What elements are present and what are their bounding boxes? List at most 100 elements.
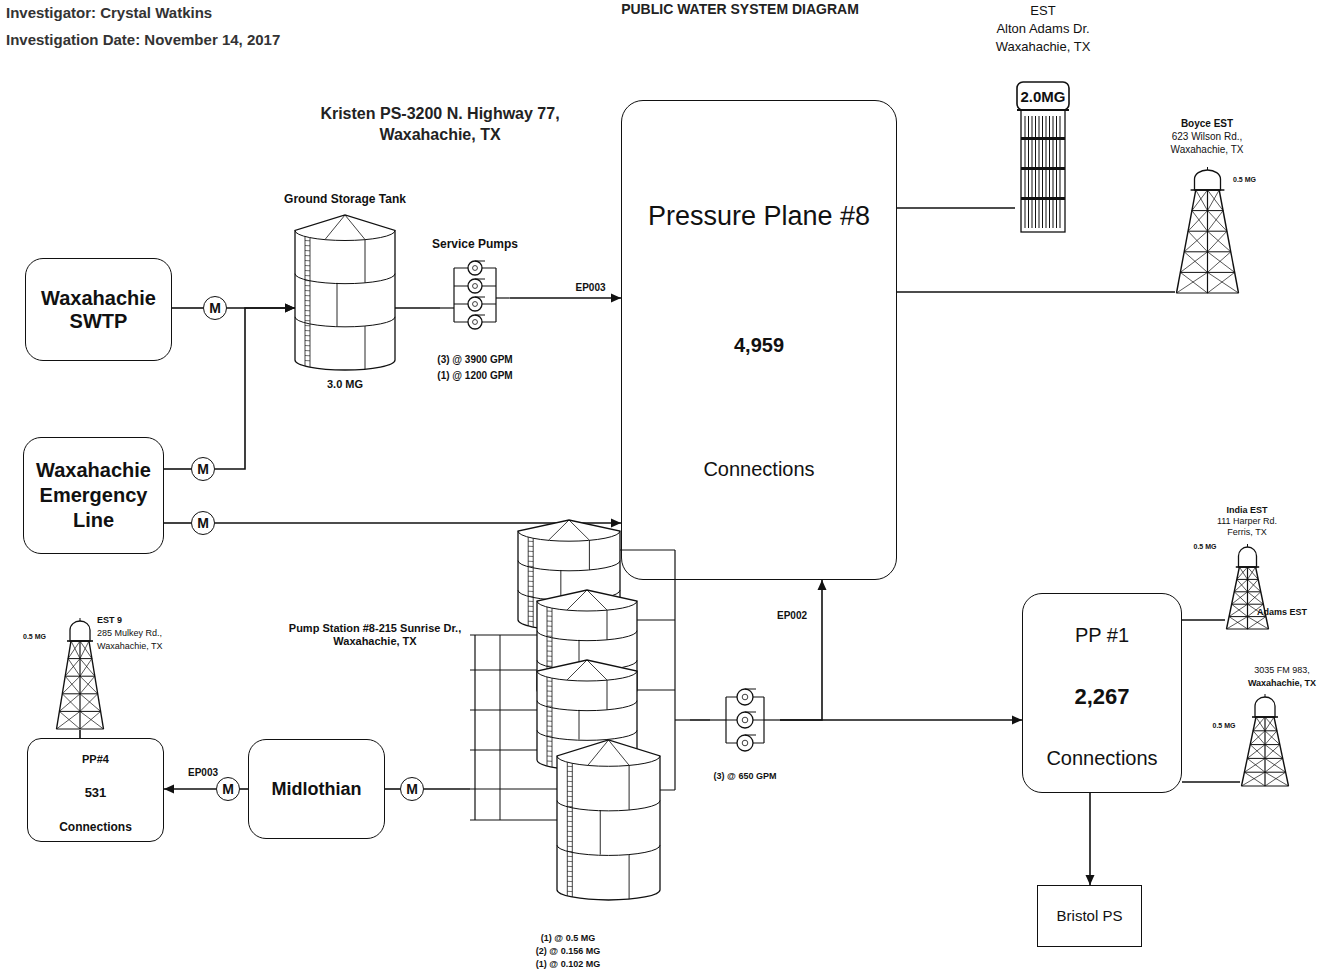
pipe-line (897, 291, 1175, 293)
meter-symbol: M (400, 777, 424, 801)
pipe-connector (1182, 782, 1240, 783)
node-text: PP#4 (82, 753, 109, 766)
node-text: Bristol PS (1057, 907, 1123, 924)
pipe-line (164, 468, 191, 470)
pipe-line (385, 788, 400, 790)
pipe-line (424, 788, 470, 790)
node-text: Waxahachie Emergency Line (28, 458, 159, 533)
diagram-title: PUBLIC WATER SYSTEM DIAGRAM (621, 1, 859, 17)
pipe-connector (424, 789, 470, 790)
node-text: 0.5 MG (23, 633, 46, 641)
node-text: Midlothian (272, 779, 362, 800)
pipe-connector (510, 294, 621, 303)
pipe-line (1089, 793, 1091, 885)
node-text: Ferris, TX (1227, 527, 1266, 537)
pipe-connector (690, 720, 710, 721)
pipe-line (780, 580, 822, 720)
node-text: M (222, 782, 234, 796)
pipe-connector (1086, 793, 1095, 885)
pipe-line (215, 308, 295, 469)
endpoint-label: EP003 (186, 767, 220, 778)
pipe-line (172, 307, 203, 309)
meter-symbol: M (191, 511, 215, 535)
node-text: Alton Adams Dr. (996, 22, 1089, 37)
pipe-line (897, 207, 1015, 209)
node-text: 3035 FM 983, (1254, 665, 1310, 675)
node-text: 623 Wilson Rd., (1172, 131, 1243, 143)
node-text: India EST (1226, 505, 1267, 515)
node-text: Connections (1046, 747, 1157, 770)
node-text: M (197, 462, 209, 476)
node-text: (3) @ 3900 GPM (437, 354, 512, 366)
node-text: 0.5 MG (1213, 722, 1236, 730)
node-text: (2) @ 0.156 MG (536, 946, 600, 956)
node-text: 531 (85, 786, 107, 801)
node-text: (1) @ 1200 GPM (437, 370, 512, 382)
node-text: 111 Harper Rd. (1217, 516, 1277, 526)
pipe-connector (80, 730, 81, 738)
pipe-line (240, 788, 248, 790)
pipe-line (1182, 619, 1225, 621)
node-text: 2.0MG (1019, 88, 1066, 105)
node-text: Connections (703, 458, 814, 481)
arrow-head (164, 785, 174, 794)
node-text: 2,267 (1074, 684, 1129, 709)
storage-tank-drawing (470, 520, 690, 920)
pipe-connector (780, 580, 827, 720)
arrow-head (285, 304, 295, 313)
node-text: M (406, 782, 418, 796)
pipe-connector (395, 308, 440, 309)
node-text: 4,959 (734, 334, 784, 357)
pipe-connector (897, 208, 1015, 209)
process-box: Waxahachie Emergency Line (23, 437, 164, 554)
pipe-line (79, 730, 81, 738)
node-text: 3.0 MG (327, 378, 363, 391)
process-box: PP #1 2,267Connections (1022, 593, 1182, 793)
node-text: Connections (59, 821, 132, 835)
node-text: PP #1 (1075, 624, 1129, 647)
node-text: Waxahachie, TX (996, 40, 1091, 55)
pipe-line (690, 719, 710, 721)
storage-tank: Ground Storage Tank3.0 MG (295, 215, 395, 370)
pipe-connector (240, 789, 248, 790)
header-text: Investigator: Crystal Watkins (6, 4, 212, 21)
water-tower: Boyce EST623 Wilson Rd.,Waxahachie, TX0.… (1175, 118, 1240, 294)
pipe-line (510, 297, 621, 299)
process-box: Bristol PS (1037, 885, 1142, 947)
pipe-connector (172, 308, 203, 309)
node-text: 0.5 MG (1194, 543, 1217, 551)
meter-symbol: M (191, 457, 215, 481)
header-text: Kristen PS-3200 N. Highway 77, Waxahachi… (300, 104, 580, 146)
pump-group-drawing (710, 685, 780, 755)
node-text: 285 Mulkey Rd., (97, 628, 162, 638)
process-box: Pressure Plane #8 4,959Connections (621, 100, 897, 580)
node-text: (1) @ 0.5 MG (541, 933, 595, 943)
arrow-head (1086, 875, 1095, 885)
node-text: Waxahachie, TX (97, 641, 163, 651)
pipe-line (395, 307, 440, 309)
arrow-head (611, 294, 621, 303)
node-text: Waxahachie SWTP (30, 287, 167, 333)
node-text: Pressure Plane #8 (648, 201, 870, 232)
pipe-line (164, 522, 191, 524)
pump-group: Service Pumps(3) @ 3900 GPM(1) @ 1200 GP… (440, 258, 510, 334)
node-text: (1) @ 0.102 MG (536, 959, 600, 969)
pipe-connector (215, 304, 295, 470)
storage-tank-drawing (295, 215, 395, 370)
water-tower: Adams EST3035 FM 983,Waxahachie, TX0.5 M… (1240, 605, 1290, 787)
pump-group: (3) @ 650 GPM (710, 685, 780, 755)
storage-tank: Pump Station #8-215 Sunrise Dr., Waxahac… (470, 520, 690, 920)
endpoint-label: EP002 (775, 610, 809, 621)
node-text: 0.5 MG (1233, 176, 1256, 184)
arrow-head (285, 304, 295, 313)
node-text: (3) @ 650 GPM (714, 771, 777, 781)
node-text: EST 9 (97, 615, 122, 625)
pipe-connector (1182, 620, 1225, 621)
pump-group-drawing (440, 258, 510, 334)
pipe-connector (164, 469, 191, 470)
process-box: PP#4 531Connections (27, 738, 164, 842)
meter-symbol: M (203, 296, 227, 320)
arrow-head (1012, 716, 1022, 725)
node-text: Service Pumps (432, 238, 518, 252)
water-tower: ESTAlton Adams Dr.Waxahachie, TX2.0MG (1015, 0, 1071, 232)
